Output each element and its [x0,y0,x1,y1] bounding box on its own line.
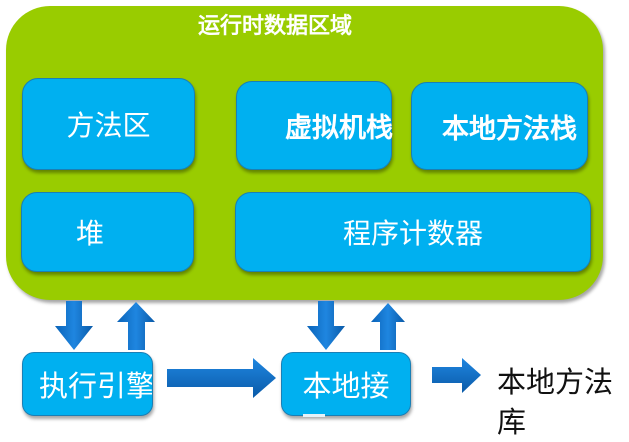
native-method-stack-label: 本地方法栈 [442,113,577,145]
method-area-label: 方法区 [66,109,151,142]
vm-stack-box: 虚拟机栈 [236,81,393,170]
heap-box: 堆 [21,192,194,272]
arrow-execution-engine-to-native-interface [167,358,276,398]
arrow-down-to-execution-engine [55,301,93,350]
program-counter-label: 程序计数器 [342,217,483,250]
native-method-stack-box: 本地方法栈 [411,82,588,170]
native-interface-box: 本地接 [281,352,411,416]
arrow-down-to-native-interface [307,301,345,350]
native-interface-overflow-mark [303,414,325,417]
arrow-up-from-execution-engine [117,302,155,350]
heap-label: 堆 [76,217,105,250]
method-area-box: 方法区 [22,78,195,170]
native-method-library-label: 本地方法库 [497,365,614,439]
runtime-data-area-title: 运行时数据区域 [197,14,352,39]
program-counter-box: 程序计数器 [235,192,591,272]
execution-engine-label: 执行引擎 [39,369,153,403]
execution-engine-box: 执行引擎 [22,352,153,416]
vm-stack-label: 虚拟机栈 [285,113,393,144]
arrow-native-interface-to-native-library [432,358,481,393]
arrow-up-from-native-interface [371,303,405,350]
native-interface-label: 本地接 [302,369,390,403]
